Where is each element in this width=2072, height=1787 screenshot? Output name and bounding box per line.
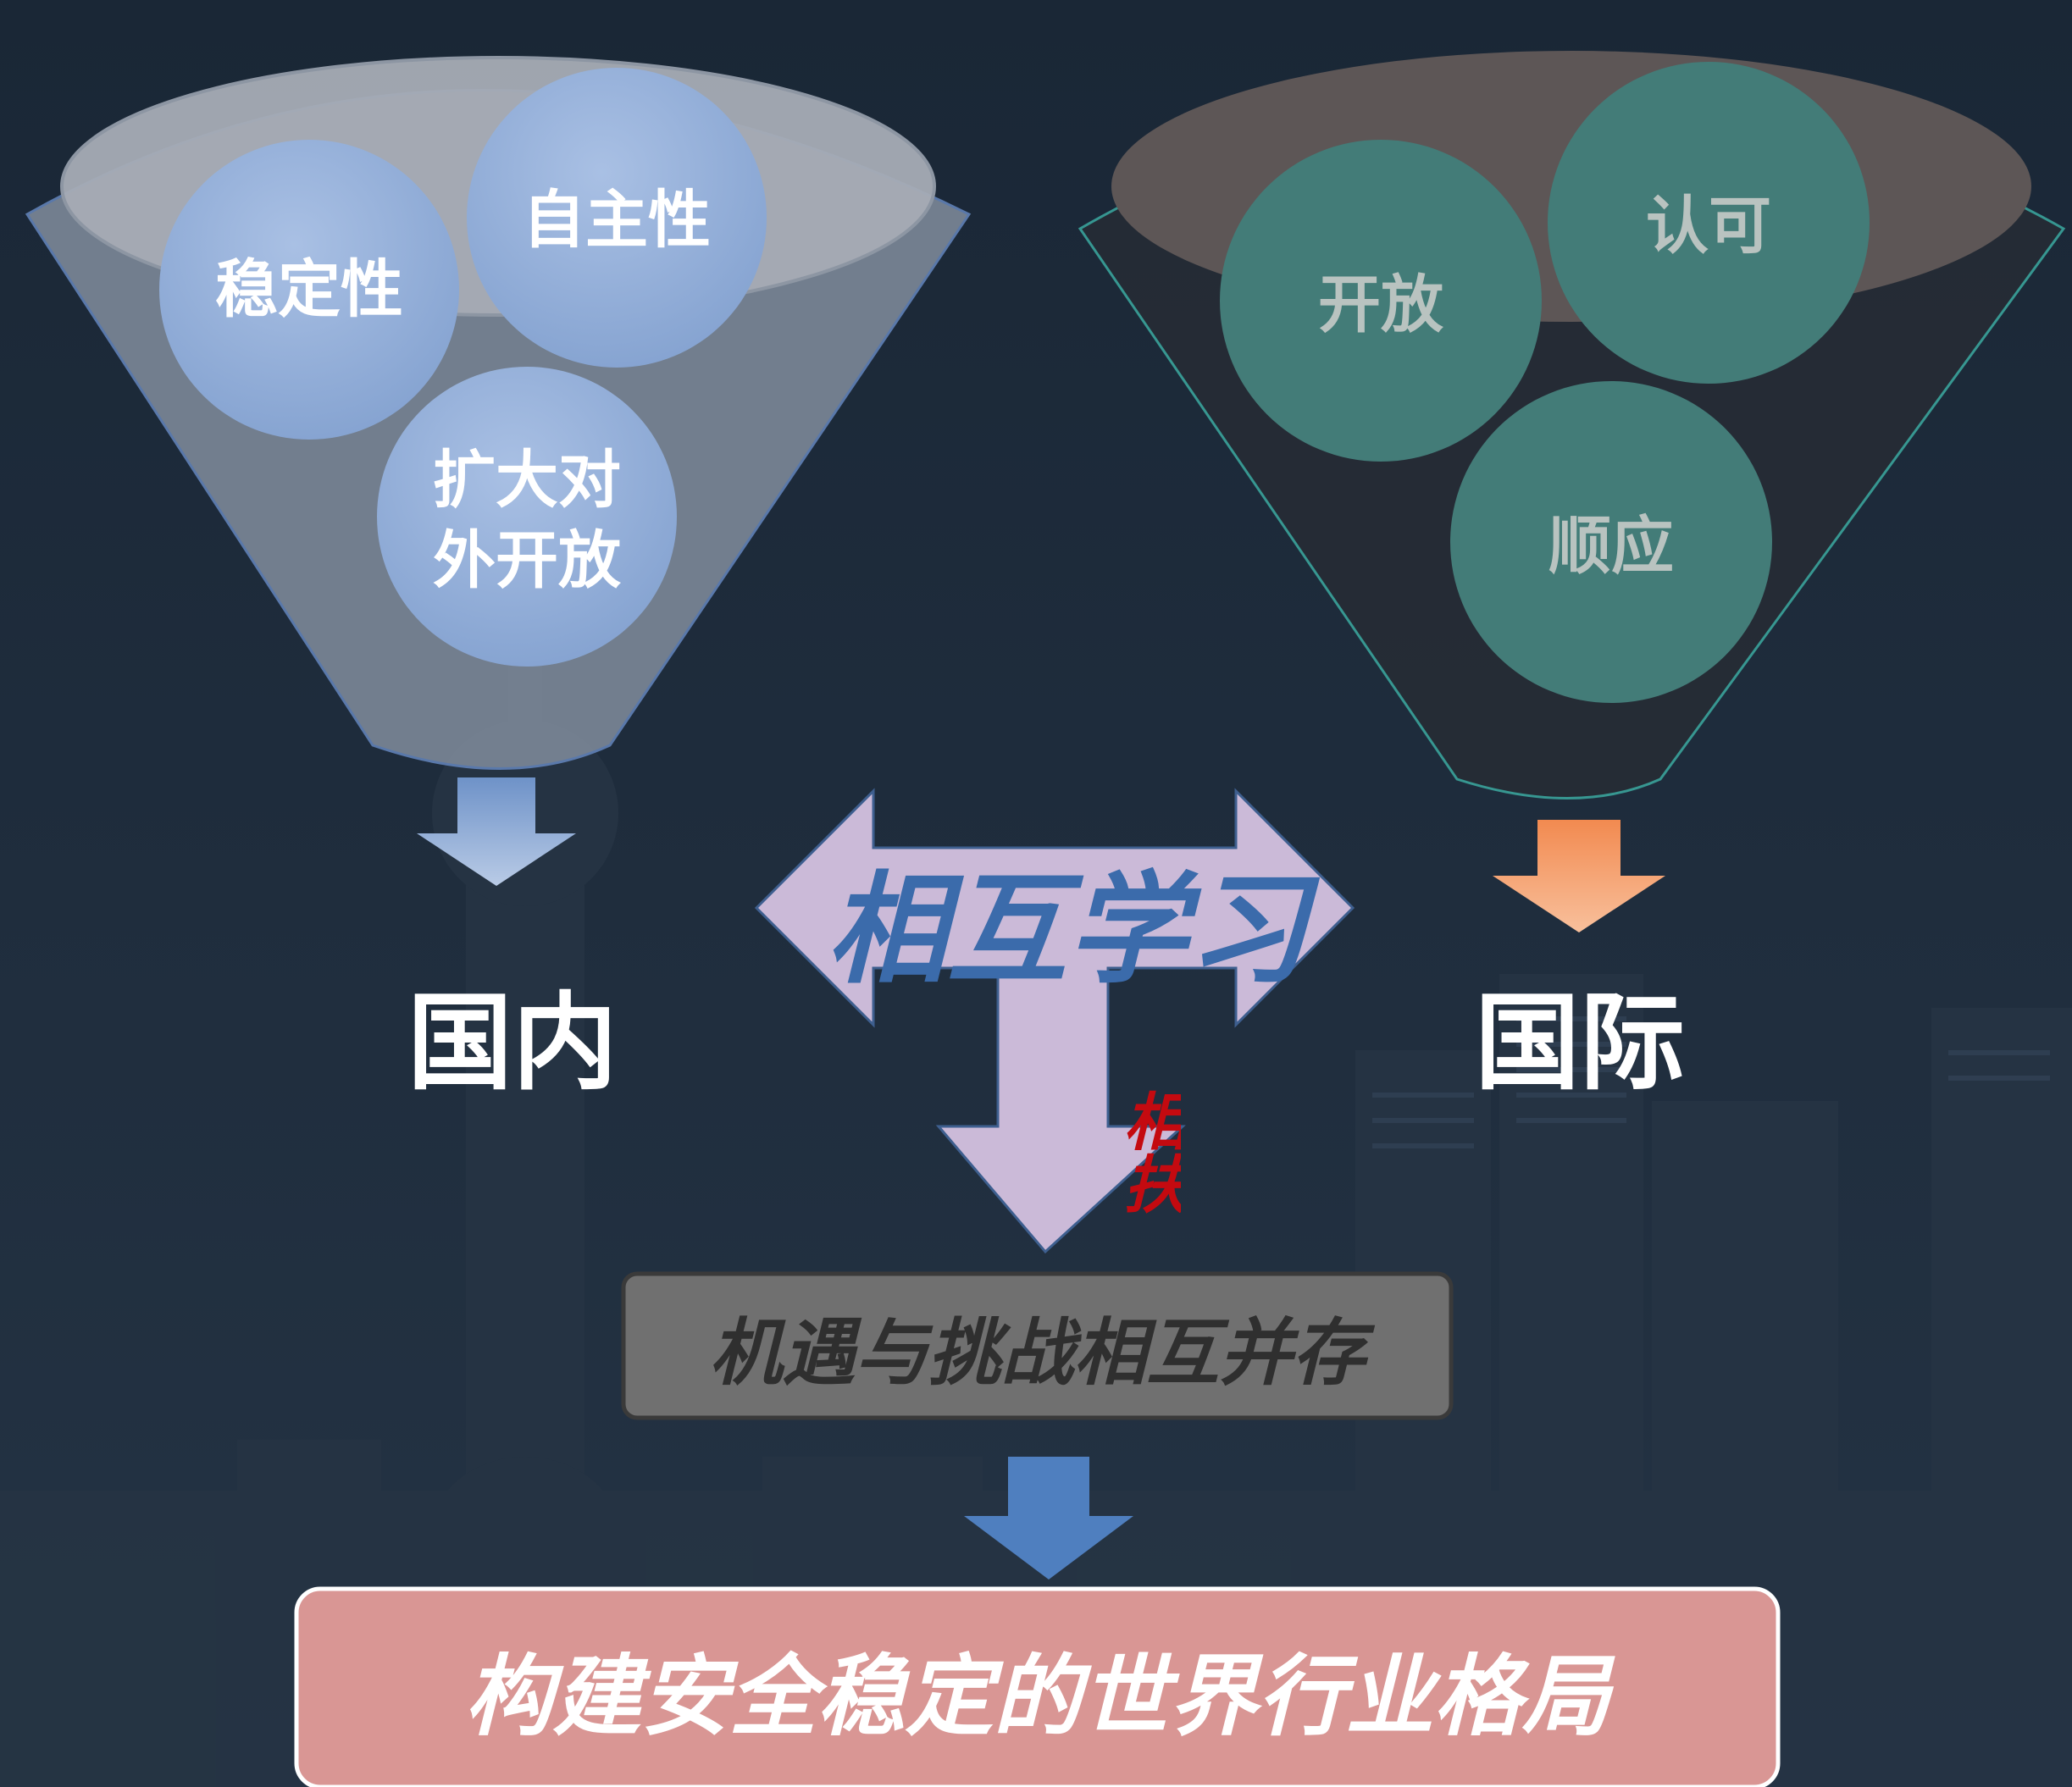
mutual-learning-arrow [754, 788, 1355, 1254]
recognition-circle [1548, 62, 1870, 384]
stability-circle [159, 140, 459, 440]
openness-circle [1220, 140, 1542, 462]
expand-opening-label: 扩大对外开放 [433, 444, 621, 597]
coexistence-label: 机遇与挑战相互并存 [709, 1310, 1366, 1396]
recognition-label: 认可 [1646, 189, 1771, 263]
openness-label: 开放 [1318, 268, 1443, 341]
adaptation-label: 顺应 [1548, 509, 1674, 583]
mutual-learning-label: 相互学习 [827, 860, 1308, 1000]
international-label: 国际 [1474, 982, 1685, 1104]
skyline-windows [1372, 1016, 2050, 1148]
international-down-arrow [1493, 820, 1665, 932]
autonomy-circle [467, 68, 767, 368]
domestic-down-arrow [417, 777, 576, 886]
goal-down-arrow [964, 1457, 1133, 1580]
stability-label: 稳定性 [215, 252, 403, 326]
expand-opening-circle [377, 367, 677, 667]
goal-box [294, 1586, 1781, 1787]
domestic-label: 国内 [407, 982, 618, 1104]
mutual-support-label: 相扶 [1116, 1089, 1181, 1214]
adaptation-circle [1450, 381, 1772, 703]
autonomy-label: 自主性 [523, 183, 711, 257]
coexistence-box [621, 1271, 1454, 1420]
goal-label: 构建安全稳定的世界行业格局 [464, 1644, 1610, 1748]
